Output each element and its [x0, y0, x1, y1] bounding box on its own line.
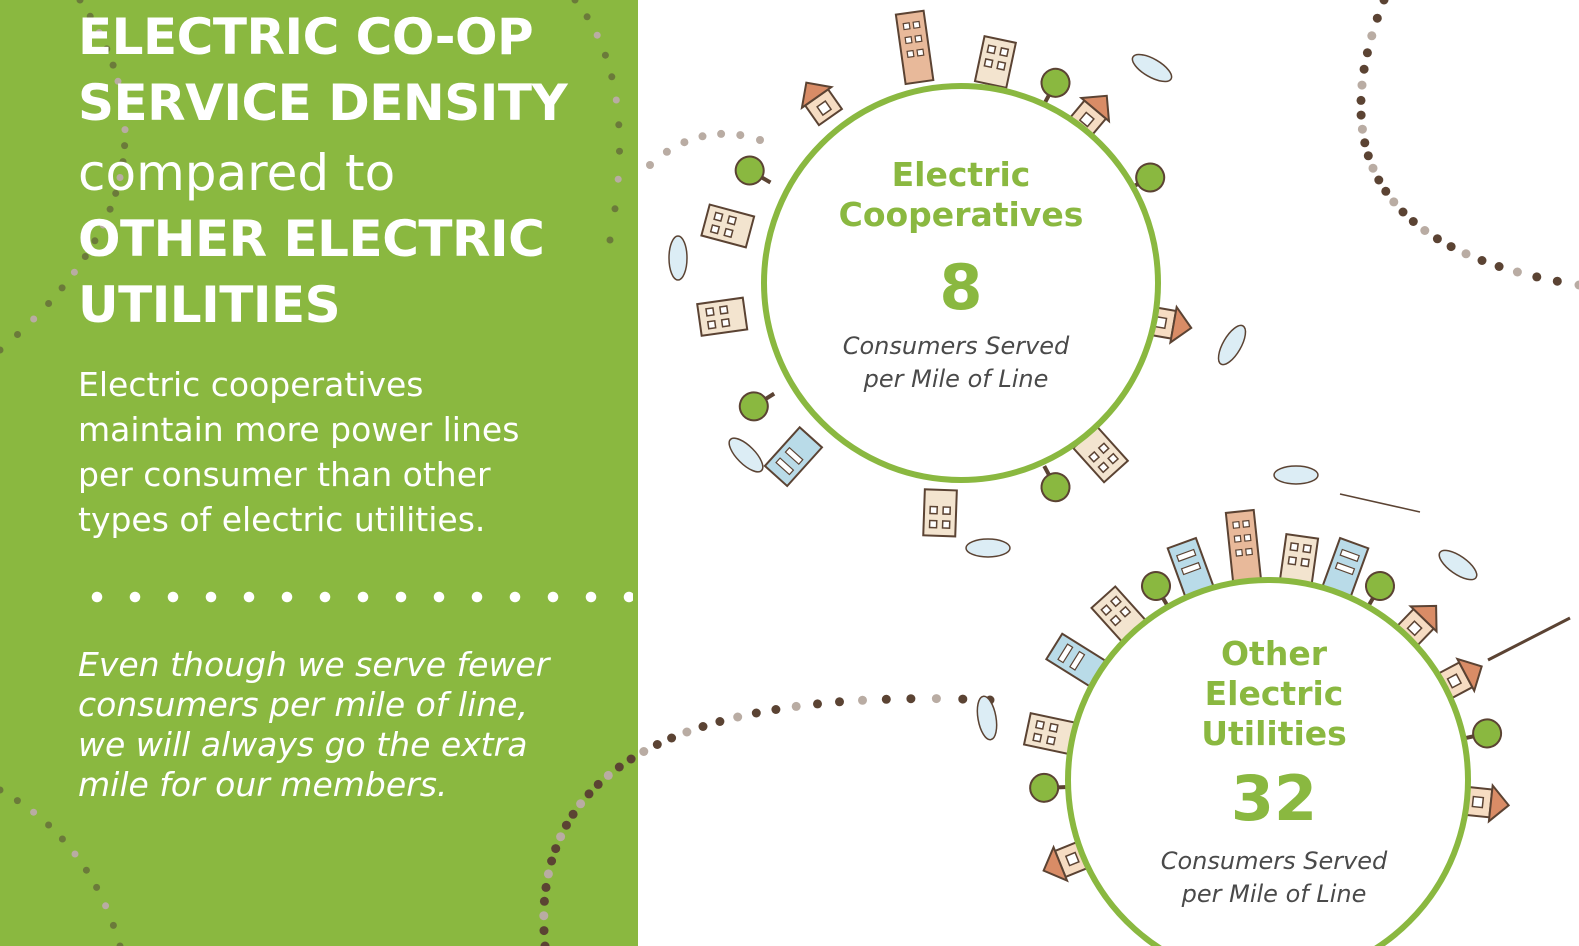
heading-line-5: UTILITIES: [78, 276, 341, 334]
green-panel: [0, 0, 638, 946]
quote-line-3: we will always go the extra: [78, 725, 528, 764]
other-utilities-caption-line-2: per Mile of Line: [1181, 880, 1367, 908]
cooperatives-circle: [761, 83, 1161, 483]
other-utilities-value: 32: [1230, 762, 1318, 835]
quote-line-1: Even though we serve fewer: [78, 645, 550, 684]
heading-line-2: SERVICE DENSITY: [78, 74, 568, 132]
description-line-3: per consumer than other: [78, 455, 491, 494]
description-line-4: types of electric utilities.: [78, 500, 486, 539]
other-utilities-neighborhood-illustration: [973, 465, 1571, 889]
other-utilities-title-line-2: Electric: [1204, 674, 1344, 713]
cooperatives-value: 8: [939, 251, 983, 324]
cooperatives-title-line-2: Cooperatives: [838, 195, 1084, 234]
heading-line-3: compared to: [78, 144, 396, 202]
cooperatives-caption-line-1: Consumers Served: [842, 332, 1070, 360]
heading-line-4: OTHER ELECTRIC: [78, 210, 545, 268]
quote-line-2: consumers per mile of line,: [78, 685, 528, 724]
cooperatives-title-line-1: Electric: [891, 155, 1031, 194]
other-utilities-circle: [1065, 577, 1471, 946]
other-utilities-title-line-1: Other: [1221, 634, 1327, 673]
dotted-divider: [78, 590, 633, 604]
cooperatives-caption-line-2: per Mile of Line: [863, 365, 1049, 393]
description-line-1: Electric cooperatives: [78, 365, 424, 404]
quote-line-4: mile for our members.: [78, 765, 448, 804]
description-line-2: maintain more power lines: [78, 410, 520, 449]
heading-line-1: ELECTRIC CO-OP: [78, 8, 534, 66]
other-utilities-caption-line-1: Consumers Served: [1160, 847, 1388, 875]
other-utilities-title-line-3: Utilities: [1201, 714, 1347, 753]
